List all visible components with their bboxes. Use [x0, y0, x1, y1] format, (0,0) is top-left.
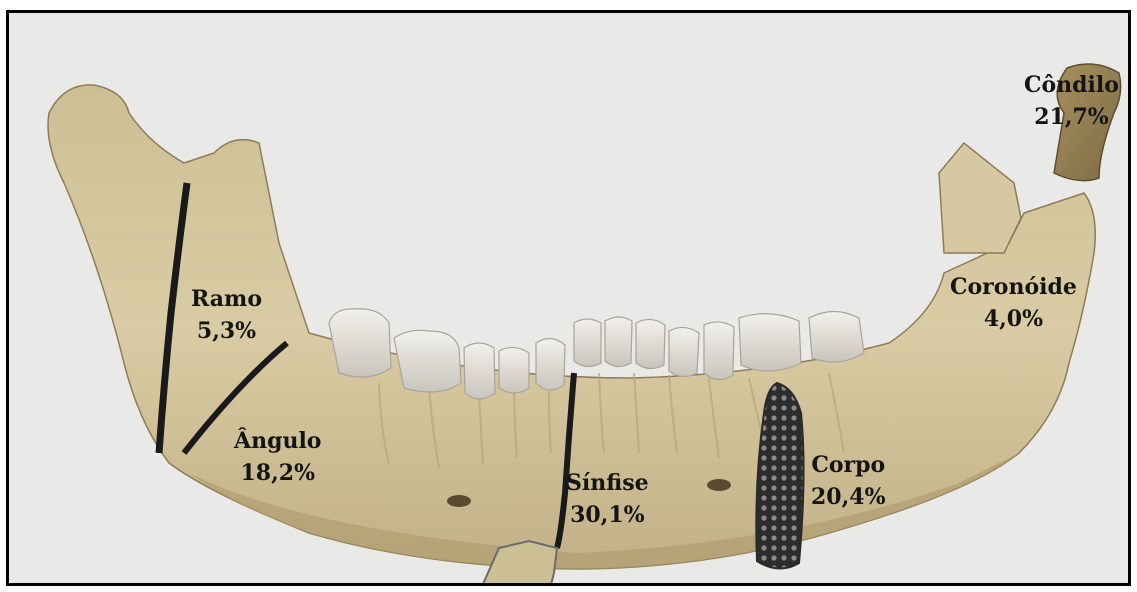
coronoid-fragment	[939, 143, 1021, 253]
label-angulo-percent: 18,2%	[234, 457, 321, 489]
label-ramo: Ramo 5,3%	[191, 283, 262, 347]
label-ramo-name: Ramo	[191, 283, 262, 315]
label-condilo-name: Côndilo	[1024, 69, 1119, 101]
label-condilo: Côndilo 21,7%	[1024, 69, 1119, 133]
label-sinfise-percent: 30,1%	[566, 499, 649, 531]
label-corpo-name: Corpo	[811, 449, 886, 481]
label-angulo-name: Ângulo	[234, 425, 321, 457]
label-sinfise: Sínfise 30,1%	[566, 467, 649, 531]
body-cross-section	[756, 383, 803, 569]
figure-frame: Côndilo 21,7% Coronóide 4,0% Ramo 5,3% Â…	[6, 10, 1131, 586]
label-angulo: Ângulo 18,2%	[234, 425, 321, 489]
mental-foramen-left	[447, 495, 471, 507]
label-sinfise-name: Sínfise	[566, 467, 649, 499]
label-coronoide-name: Coronóide	[950, 271, 1077, 303]
label-condilo-percent: 21,7%	[1024, 101, 1119, 133]
label-corpo-percent: 20,4%	[811, 481, 886, 513]
label-corpo: Corpo 20,4%	[811, 449, 886, 513]
label-ramo-percent: 5,3%	[191, 315, 262, 347]
label-coronoide-percent: 4,0%	[950, 303, 1077, 335]
mental-foramen-right	[707, 479, 731, 491]
label-coronoide: Coronóide 4,0%	[950, 271, 1077, 335]
